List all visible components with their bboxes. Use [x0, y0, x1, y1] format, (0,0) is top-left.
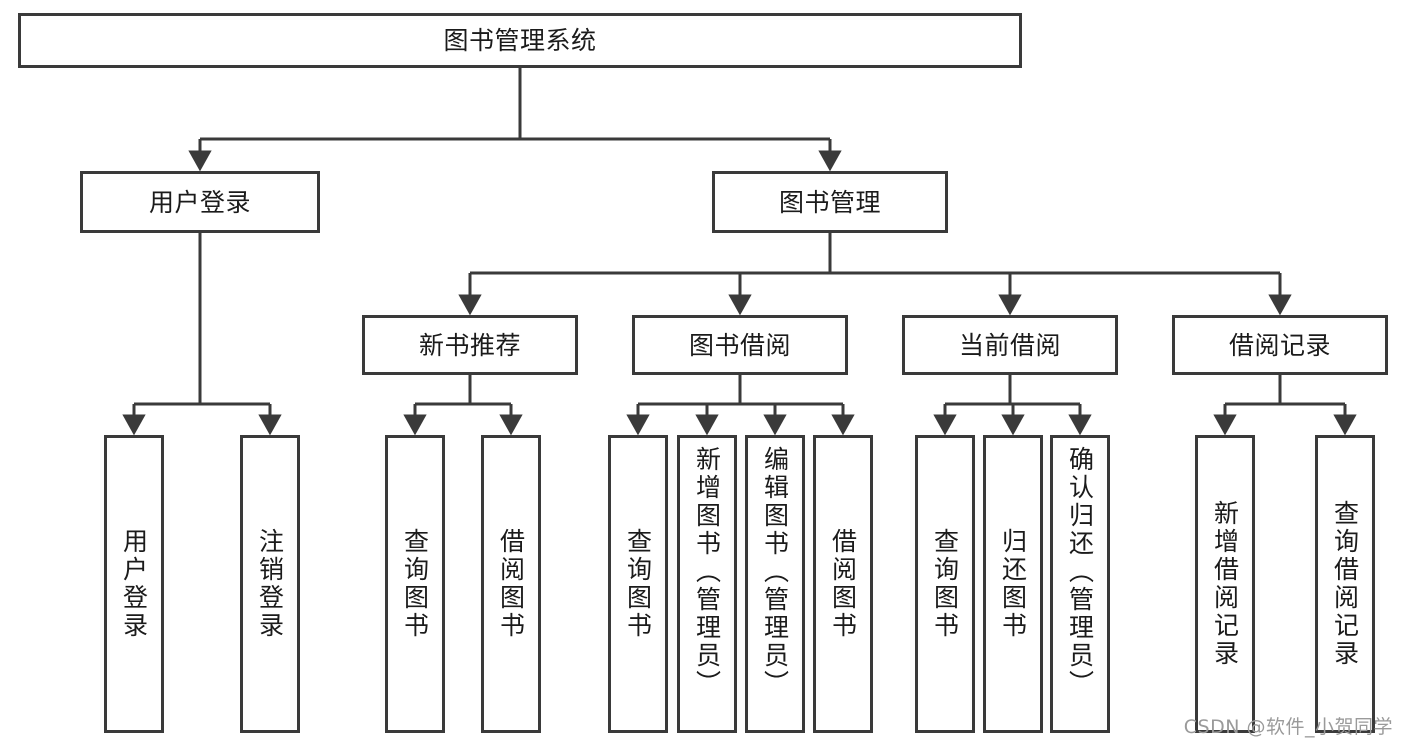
leaf-node-query-book-borrow[interactable]: 查询图书 — [608, 435, 668, 733]
node-current-borrow[interactable]: 当前借阅 — [902, 315, 1118, 375]
leaf-node-add-borrow-record[interactable]: 新增借阅记录 — [1195, 435, 1255, 733]
leaf-node-query-book-current[interactable]: 查询图书 — [915, 435, 975, 733]
node-user-login[interactable]: 用户登录 — [80, 171, 320, 233]
node-root-system[interactable]: 图书管理系统 — [18, 13, 1022, 68]
node-new-book-recommendation[interactable]: 新书推荐 — [362, 315, 578, 375]
leaf-node-confirm-return-admin[interactable]: 确认归还（管理员） — [1050, 435, 1110, 733]
leaf-node-query-borrow-record[interactable]: 查询借阅记录 — [1315, 435, 1375, 733]
leaf-node-borrow-book-borrow[interactable]: 借阅图书 — [813, 435, 873, 733]
leaf-node-query-book-rec[interactable]: 查询图书 — [385, 435, 445, 733]
leaf-node-borrow-book-rec[interactable]: 借阅图书 — [481, 435, 541, 733]
csdn-watermark: CSDN @软件_小贺同学 — [1183, 716, 1393, 738]
leaf-node-return-book[interactable]: 归还图书 — [983, 435, 1043, 733]
leaf-node-user-login[interactable]: 用户登录 — [104, 435, 164, 733]
node-borrow-record[interactable]: 借阅记录 — [1172, 315, 1388, 375]
leaf-node-edit-book-admin[interactable]: 编辑图书（管理员） — [745, 435, 805, 733]
node-book-borrow[interactable]: 图书借阅 — [632, 315, 848, 375]
leaf-node-add-book-admin[interactable]: 新增图书（管理员） — [677, 435, 737, 733]
leaf-node-logout[interactable]: 注销登录 — [240, 435, 300, 733]
node-book-manage[interactable]: 图书管理 — [712, 171, 948, 233]
